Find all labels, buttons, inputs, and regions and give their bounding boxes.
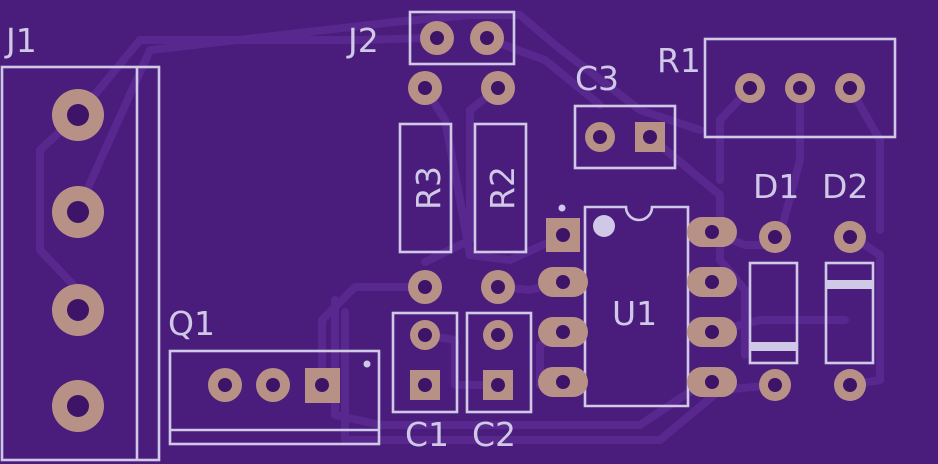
r2-outline (473, 122, 528, 254)
c2-outline (465, 311, 533, 414)
u1-pin1-marker (593, 215, 615, 237)
j1-outline (0, 65, 161, 462)
label-j1: J1 (4, 21, 37, 60)
label-c3: C3 (575, 59, 619, 98)
u1-pin1-dot (558, 204, 566, 212)
r3-outline (398, 122, 453, 254)
label-q1: Q1 (168, 304, 215, 343)
label-u1: U1 (612, 294, 657, 333)
d2-outline (824, 261, 875, 365)
d2-cathode-band (827, 280, 872, 289)
label-d1: D1 (753, 167, 799, 206)
label-j2: J2 (346, 21, 379, 60)
label-r2: R2 (483, 166, 522, 210)
label-c2: C2 (472, 415, 516, 454)
label-c1: C1 (405, 415, 449, 454)
q1-pin1-dot (363, 360, 371, 368)
copper-pads (52, 21, 866, 432)
designator-labels: J1 J2 C3 R1 R3 R2 D1 D2 U1 Q1 C1 C2 (4, 21, 868, 454)
u1-outline (583, 205, 690, 408)
r1-outline (703, 37, 897, 139)
label-r3: R3 (409, 166, 448, 210)
c3-outline (573, 104, 677, 170)
q1-outline (168, 349, 381, 446)
d1-outline (748, 261, 799, 365)
j2-outline (408, 10, 516, 66)
label-d2: D2 (822, 167, 868, 206)
d1-cathode-band (751, 342, 796, 351)
silkscreen (0, 10, 897, 462)
label-r1: R1 (657, 41, 701, 80)
c1-outline (391, 311, 459, 414)
